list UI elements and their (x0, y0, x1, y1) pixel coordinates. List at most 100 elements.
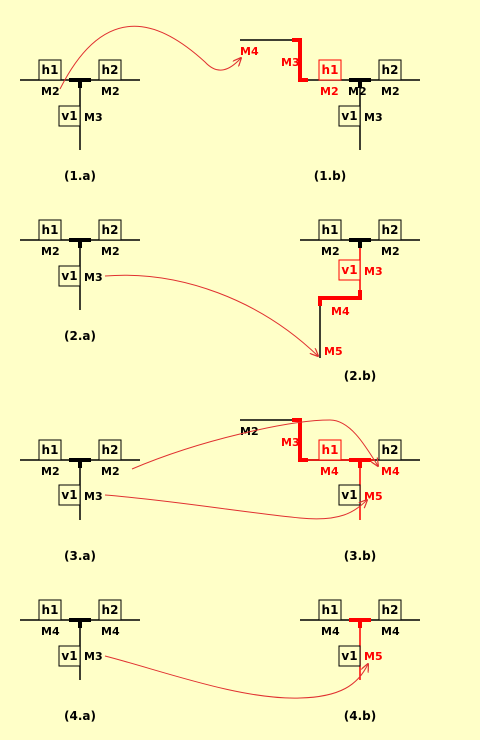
label-red-m-down: M5 (364, 490, 383, 503)
box-h2 (378, 59, 402, 81)
red-path (292, 418, 308, 462)
label-m-left: M4 (321, 625, 340, 638)
box-h1-red-label: h1 (322, 63, 339, 77)
label-m-right: M2 (381, 85, 400, 98)
box-h2-label: h2 (382, 63, 399, 77)
box-h1-label: h1 (42, 63, 59, 77)
box-h1-red-label: h1 (322, 443, 339, 457)
arrow-3-bottom (104, 494, 367, 520)
label-m-right: M4 (101, 625, 120, 638)
box-h1-red (318, 439, 342, 461)
label-m-left: M2 (348, 85, 367, 98)
box-h2 (378, 439, 402, 461)
box-h2-label: h2 (382, 443, 399, 457)
caption-4b: (4.b) (344, 709, 376, 723)
box-v1 (58, 265, 81, 287)
box-h2-label: h2 (102, 63, 119, 77)
panel-2a: h1 h2 v1 M2 M2 M3 (2.a) (20, 219, 140, 343)
caption-2b: (2.b) (344, 369, 376, 383)
box-v1-red (338, 259, 361, 281)
box-v1 (58, 645, 81, 667)
box-h1 (38, 439, 62, 461)
box-h2 (98, 439, 122, 461)
box-h1-label: h1 (42, 603, 59, 617)
box-v1-label: v1 (61, 649, 77, 663)
caption-4a: (4.a) (64, 709, 96, 723)
label-red-m-below: M2 (320, 85, 339, 98)
label-m-left: M2 (321, 245, 340, 258)
box-h1-label: h1 (322, 223, 339, 237)
box-h1 (38, 219, 62, 241)
box-v1 (58, 105, 81, 127)
box-h2 (98, 219, 122, 241)
box-v1 (338, 645, 361, 667)
label-red-m-down: M3 (364, 265, 383, 278)
label-m-down: M3 (84, 271, 103, 284)
label-m-left: M2 (41, 465, 60, 478)
box-h1-label: h1 (42, 443, 59, 457)
box-v1-red-label: v1 (341, 263, 357, 277)
box-h2-label: h2 (102, 603, 119, 617)
box-h2 (98, 599, 122, 621)
box-h2-label: h2 (382, 603, 399, 617)
panel-3a: h1 h2 v1 M2 M2 M3 (3.a) (20, 439, 140, 563)
panel-1b: h1 h2 v1 M4 M3 M2 M2 M2 M3 (1.b) (240, 38, 420, 183)
box-v1-label: v1 (341, 109, 357, 123)
arrow-3-top (131, 419, 378, 470)
box-h1-label: h1 (42, 223, 59, 237)
box-h2-label: h2 (382, 223, 399, 237)
label-m-down: M3 (84, 490, 103, 503)
box-v1-label: v1 (61, 488, 77, 502)
caption-3b: (3.b) (344, 549, 376, 563)
label-m-right: M2 (381, 245, 400, 258)
label-red-m-step: M4 (331, 305, 350, 318)
label-red-m-riser: M3 (281, 436, 300, 449)
label-m-right: M4 (381, 625, 400, 638)
box-h1 (38, 59, 62, 81)
label-red-m-right: M4 (381, 465, 400, 478)
panel-4b: h1 h2 v1 M4 M4 M5 (4.b) (300, 599, 420, 723)
label-m-right: M2 (101, 465, 120, 478)
label-m-left: M4 (41, 625, 60, 638)
box-h1-label: h1 (322, 603, 339, 617)
panel-2b: h1 h2 v1 M2 M2 M3 M4 M5 (2.b) (300, 219, 420, 383)
red-path (292, 38, 308, 82)
red-path (318, 290, 362, 306)
caption-2a: (2.a) (64, 329, 96, 343)
box-h1-red (318, 59, 342, 81)
label-m-left: M2 (41, 245, 60, 258)
box-h2 (98, 59, 122, 81)
label-red-m-down: M5 (364, 650, 383, 663)
box-v1-label: v1 (61, 109, 77, 123)
label-m-down: M3 (84, 650, 103, 663)
box-v1-label: v1 (61, 269, 77, 283)
box-v1-label: v1 (341, 488, 357, 502)
label-red-m-left: M4 (320, 465, 339, 478)
box-h1 (318, 219, 342, 241)
box-v1 (338, 484, 361, 506)
label-red-m-bottom: M5 (324, 345, 343, 358)
box-v1-label: v1 (341, 649, 357, 663)
panel-4a: h1 h2 v1 M4 M4 M3 (4.a) (20, 599, 140, 723)
box-v1 (338, 105, 361, 127)
box-h2-label: h2 (102, 223, 119, 237)
panel-1a: h1 h2 v1 M2 M2 M3 (1.a) (20, 59, 140, 183)
label-m-right: M2 (101, 245, 120, 258)
caption-1b: (1.b) (314, 169, 346, 183)
box-h2 (378, 599, 402, 621)
arrow-2 (104, 274, 318, 356)
box-v1 (58, 484, 81, 506)
label-m-down: M3 (84, 111, 103, 124)
arrow-4 (104, 655, 368, 699)
label-red-m-top: M4 (240, 45, 259, 58)
caption-3a: (3.a) (64, 549, 96, 563)
panel-3b: h1 h2 v1 M2 M3 M4 M4 M5 (3.b) (240, 418, 420, 563)
label-m-down: M3 (364, 111, 383, 124)
label-m-left: M2 (41, 85, 60, 98)
label-red-m-riser: M3 (281, 56, 300, 69)
box-h2-label: h2 (102, 443, 119, 457)
box-h2 (378, 219, 402, 241)
box-h1 (318, 599, 342, 621)
caption-1a: (1.a) (64, 169, 96, 183)
